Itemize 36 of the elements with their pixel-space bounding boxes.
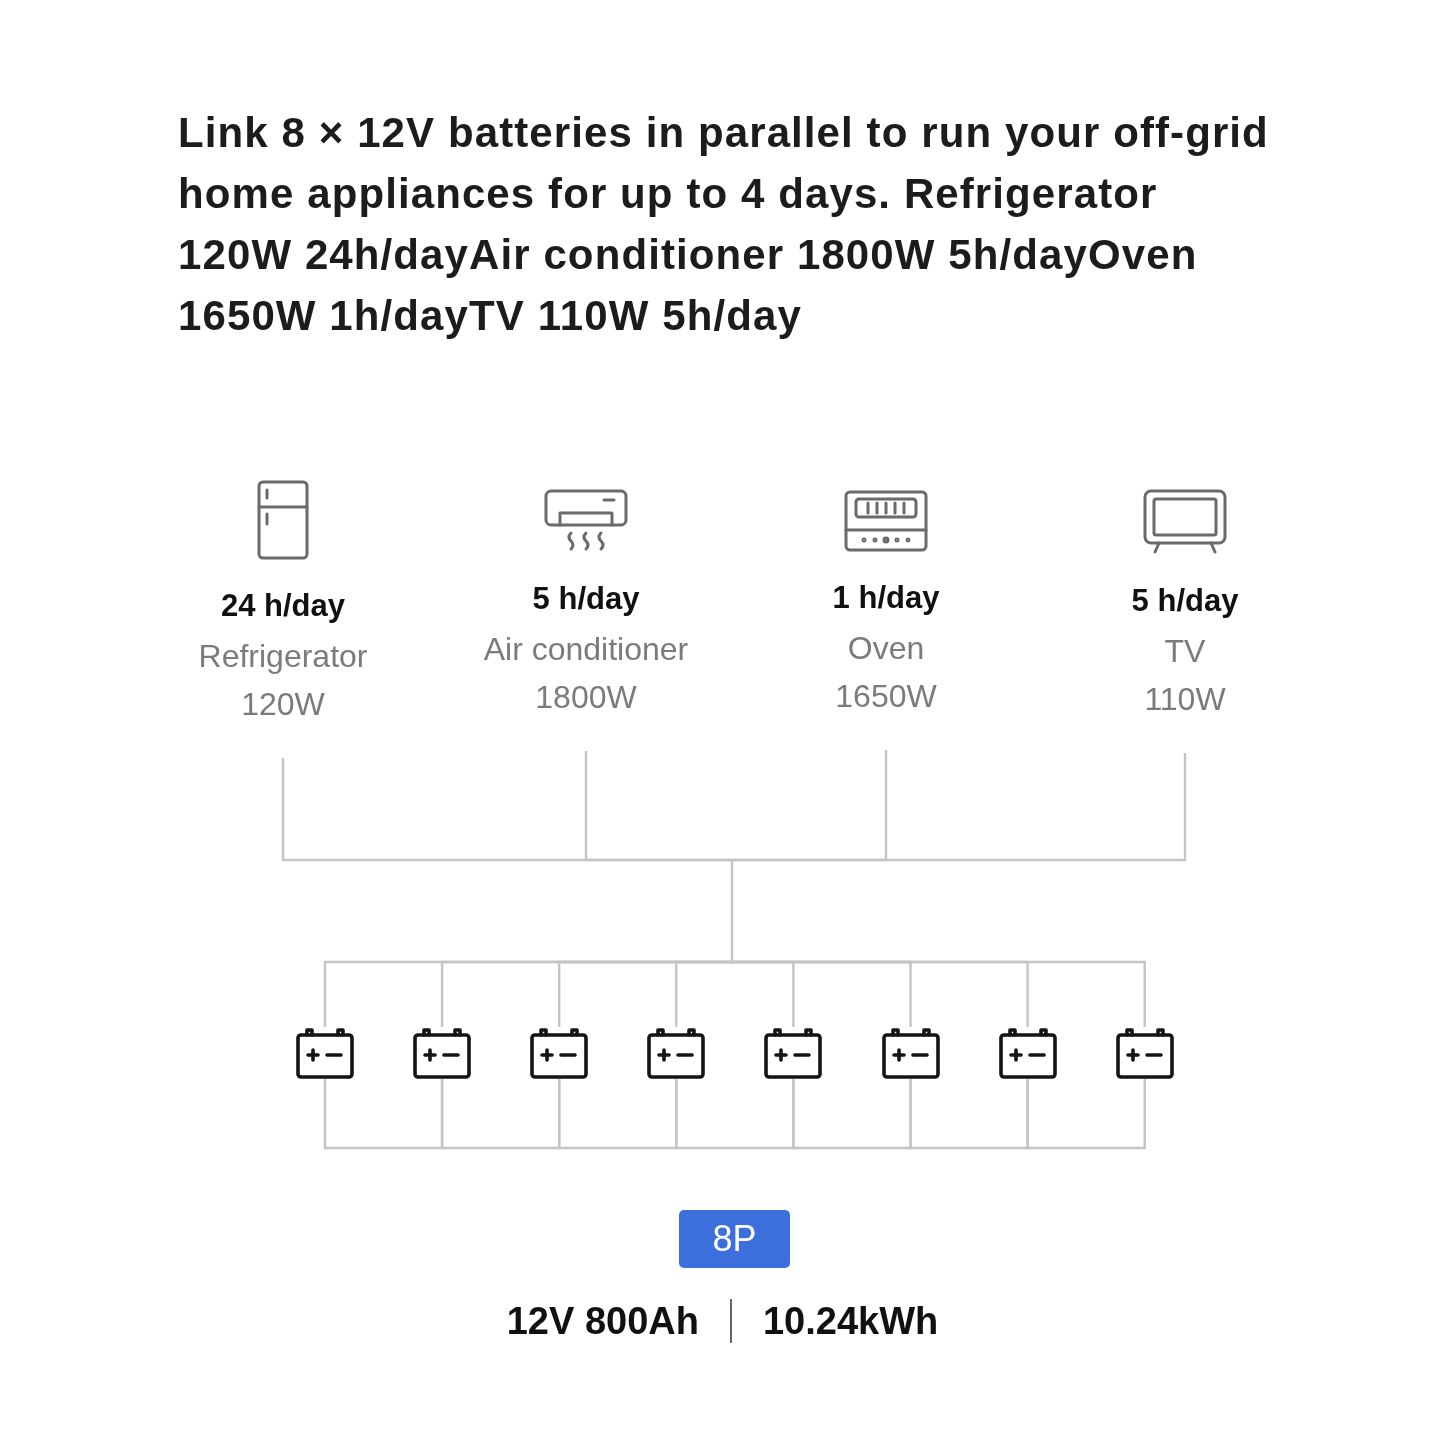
- appliance-name: Oven: [847, 629, 925, 668]
- wire: [675, 1079, 795, 1150]
- appliance-name: TV: [1164, 632, 1206, 671]
- wire: [584, 751, 732, 862]
- parallel-count-badge: 8P: [679, 1210, 790, 1268]
- appliance-name: Refrigerator: [198, 637, 368, 676]
- wire: [909, 1079, 1029, 1150]
- power-rating: 1800W: [535, 678, 637, 717]
- title-text: Link 8 × 12V batteries in parallel to run your off-grid home appliances for up to 4 days. Refrigerator 120W 24h/dayAir conditioner 1800W 5h/dayOven 1650W 1h/dayTV 110W 5h/day: [178, 108, 1270, 341]
- battery-icon: [413, 1027, 472, 1079]
- energy-label: 10.24kWh: [762, 1299, 939, 1344]
- wire: [730, 860, 734, 962]
- usage-hours: 1 h/day: [832, 579, 940, 617]
- battery-icon: [647, 1027, 706, 1079]
- usage-hours: 5 h/day: [1131, 582, 1239, 620]
- capacity-label: 12V 800Ah: [506, 1299, 699, 1344]
- wire: [732, 753, 1187, 862]
- battery-icon: [1115, 1027, 1174, 1079]
- battery-icon: [530, 1027, 589, 1079]
- power-rating: 120W: [241, 685, 325, 724]
- battery-icon: [881, 1027, 940, 1079]
- wire: [558, 1079, 678, 1150]
- wire: [732, 960, 1146, 1027]
- appliance-name: Air conditioner: [483, 630, 689, 669]
- battery-icon: [296, 1027, 354, 1079]
- wire: [440, 1079, 561, 1150]
- battery-icon: [764, 1027, 823, 1079]
- power-rating: 1650W: [835, 677, 937, 716]
- wire: [675, 960, 732, 1027]
- power-rating: 110W: [1144, 680, 1226, 719]
- wire: [1026, 1079, 1146, 1150]
- battery-icon: [998, 1027, 1057, 1079]
- wire: [323, 1079, 444, 1150]
- usage-hours: 24 h/day: [220, 587, 346, 625]
- wire: [792, 1079, 912, 1150]
- usage-hours: 5 h/day: [532, 580, 640, 618]
